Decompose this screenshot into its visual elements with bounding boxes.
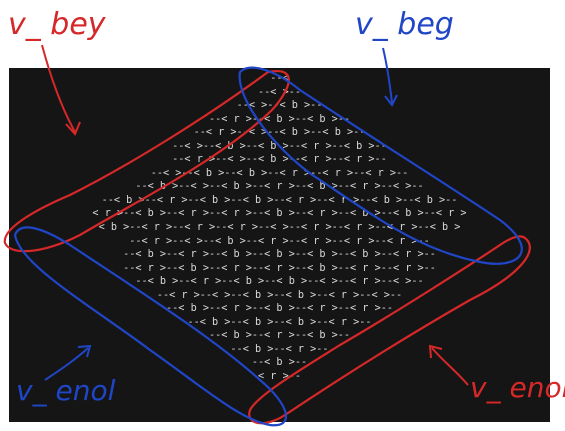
terminal-output: --<--< >----< >--< b >----< r >--< b >--… — [9, 72, 550, 384]
terminal-line: --< — [270, 73, 289, 84]
terminal-line: --< >--< b >-- — [236, 100, 323, 112]
terminal-line: --< r >--< >--< b >--< r >--< r >-- — [172, 154, 387, 166]
terminal-line: --< b >--< r >-- — [230, 343, 329, 355]
terminal-line: < r >--< b >--< r >--< r >--< b >--< r >… — [92, 208, 467, 220]
terminal-line: --< r >--< >--< b >--< r >--< r >--< r >… — [129, 235, 430, 247]
terminal-line: --< >--< b >--< b >--< r >--< r >--< r >… — [150, 167, 409, 179]
terminal-line: < b >--< r >--< r >--< r >--< >--< r >--… — [98, 222, 461, 234]
terminal-line: --< >--< b >--< b >--< r >--< b >-- — [172, 140, 387, 152]
terminal-line: --< b >-- — [251, 357, 308, 369]
terminal-line: --< b >--< r >--< b >--< b >--< r >--< r… — [101, 194, 458, 206]
terminal-line: --< b >--< r >--< b >--< r >--< r >-- — [166, 303, 393, 315]
label-top-left: v_ bey — [8, 7, 107, 42]
label-top-right: v_ beg — [355, 7, 454, 42]
terminal-line: --< r >--< >--< b >--< b >-- — [193, 127, 366, 139]
terminal-line: --< r >--< >--< b >--< b >--< r >--< >-- — [156, 289, 403, 301]
terminal-window: --<--< >----< >--< b >----< r >--< b >--… — [9, 68, 550, 422]
terminal-line: --< b >--< >--< b >--< r >--< b >--< r >… — [135, 181, 424, 193]
terminal-line: --< r >--< b >--< b >-- — [208, 113, 351, 125]
terminal-line: --< r >--< b >--< r >--< r >--< b >--< r… — [123, 262, 436, 274]
terminal-line: --< b >--< b >--< b >--< r >-- — [187, 316, 372, 328]
terminal-line: < r >-- — [258, 371, 301, 383]
terminal-line: --< b >--< r >--< b >-- — [208, 330, 351, 342]
terminal-line: --< b >--< r >--< b >--< b >--< >--< r >… — [135, 276, 424, 288]
terminal-line: --< >-- — [258, 86, 301, 98]
terminal-line: --< b >--< r >--< b >--< b >--< b >--< b… — [123, 249, 436, 261]
